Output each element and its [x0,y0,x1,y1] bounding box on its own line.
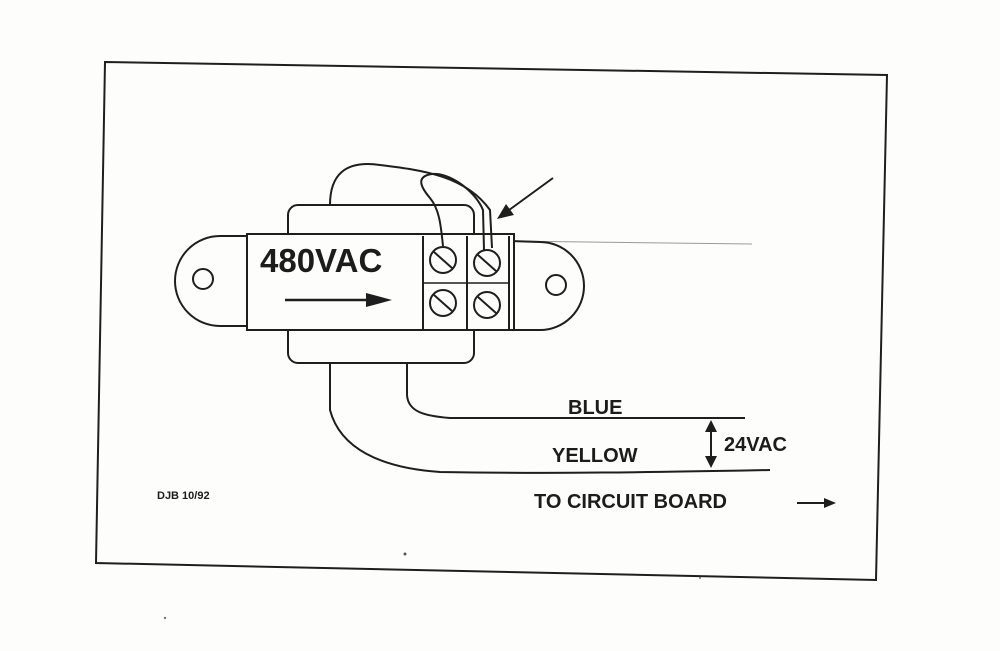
terminal-screw [473,291,501,319]
voltage-dimension-arrow-up [705,420,717,432]
mounting-bracket [174,235,253,327]
voltage-dimension-arrow-down [705,456,717,468]
scan-speck [403,552,407,556]
terminal-block [422,236,510,330]
terminal-screw [473,249,501,277]
transformer-body [246,233,515,331]
primary-lead-wire [329,163,493,249]
diagram-border [94,60,889,582]
yellow-wire [329,364,771,474]
scan-speck [163,616,167,620]
destination-arrow-head [824,498,836,508]
destination-label: TO CIRCUIT BOARD [534,491,727,513]
secondary-voltage-label: 24VAC [724,434,787,456]
mounting-bracket-right [509,240,585,331]
terminal-screw [429,246,457,274]
yellow-wire-label: YELLOW [552,445,638,467]
mounting-hole-left [192,268,214,290]
blue-wire-label: BLUE [568,397,622,419]
pointer-arrow [504,177,554,214]
primary-lead-wire [420,172,485,251]
scan-speck [699,577,701,579]
transformer-voltage-label: 480VAC [260,242,382,279]
blue-wire [406,364,745,420]
mounting-hole-right [545,274,567,296]
direction-arrow-head [366,293,392,307]
drafter-initials-label: DJB 10/92 [157,490,210,502]
terminal-screw [429,289,457,317]
pointer-arrow-head [497,204,514,219]
